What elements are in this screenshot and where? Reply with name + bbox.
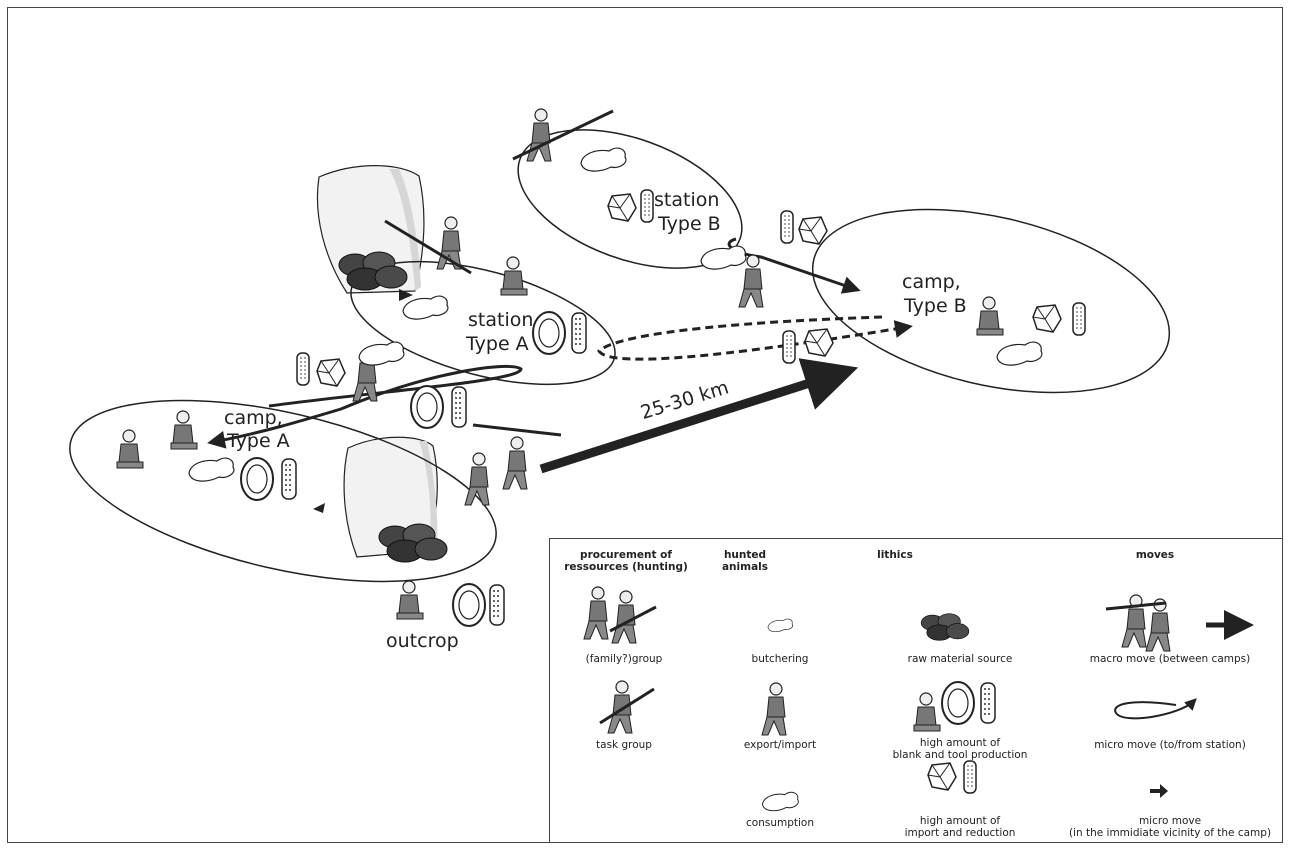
- knapper-station-a: [501, 257, 527, 295]
- ring-camp-a: [241, 458, 273, 500]
- carcass-carried-b: [701, 246, 746, 269]
- vicinity-move-lower: [313, 503, 325, 513]
- carcass-camp-a: [189, 458, 234, 481]
- blade-near-b: [781, 211, 793, 243]
- dotted-outcrop: [490, 585, 504, 625]
- legend-import-reduction-text-2: import and reduction: [880, 827, 1040, 839]
- dotted-station-a: [572, 313, 586, 353]
- legend-consumption-text: consumption: [730, 817, 830, 829]
- ring-outcrop: [453, 584, 485, 626]
- camp-a-label-line2: Type A: [227, 430, 290, 452]
- legend-box: procurement of ressources (hunting) hunt…: [549, 538, 1283, 843]
- camp-b-label-line2: Type B: [904, 295, 967, 317]
- legend-macro-move-figures-2: [1146, 599, 1170, 651]
- core-camp-b: [1033, 305, 1061, 332]
- legend-dotted-icon: [981, 683, 995, 723]
- station-a-label-line2: Type A: [466, 333, 529, 355]
- legend-task-group-icon: [608, 681, 632, 733]
- legend-ring-icon: [942, 682, 974, 724]
- knapper-outcrop: [397, 581, 423, 619]
- legend-export-import-icon: [762, 683, 786, 735]
- legend-knapper-icon: [914, 693, 940, 731]
- dotted-camp-a: [282, 459, 296, 499]
- blade-station-b: [641, 190, 653, 222]
- dotted-near-a: [452, 387, 466, 427]
- sitter-camp-a: [171, 411, 197, 449]
- legend-blade-icon: [964, 761, 976, 793]
- spear-family: [473, 425, 561, 435]
- station-b-label-line1: station: [654, 189, 719, 211]
- core-near-a: [317, 359, 345, 386]
- diagram-frame: station Type B station Type A camp, Type…: [7, 7, 1283, 843]
- core-near-b: [799, 217, 827, 244]
- ring-near-a: [411, 386, 443, 428]
- carcass-station-b: [581, 148, 626, 171]
- legend-raw-material-icon: [921, 614, 969, 641]
- legend-import-reduction-text-1: high amount of: [880, 815, 1040, 827]
- legend-micro-move-station-text: micro move (to/from station): [1070, 739, 1270, 751]
- legend-vicinity-arrow: [1150, 784, 1168, 798]
- legend-macro-move-figures: [1122, 595, 1146, 647]
- blade-near-a: [297, 353, 309, 385]
- legend-task-group-text: task group: [574, 739, 674, 751]
- micro-move-dashed: [599, 317, 907, 359]
- legend-butchering-icon: [768, 619, 793, 632]
- ring-station-a: [533, 312, 565, 354]
- blade-camp-b: [1073, 303, 1085, 335]
- legend-family-icon-2: [612, 591, 636, 643]
- legend-raw-material-text: raw material source: [890, 653, 1030, 665]
- outcrop-label: outcrop: [386, 630, 459, 652]
- legend-micro-move-loop: [1115, 701, 1194, 718]
- legend-blank-tool-text-2: blank and tool production: [880, 749, 1040, 761]
- carcass-station-a: [403, 296, 448, 319]
- core-dashed: [805, 329, 833, 356]
- legend-butchering-text: butchering: [730, 653, 830, 665]
- family-member-2: [503, 437, 527, 489]
- legend-micro-move-vicinity-text-1: micro move: [1070, 815, 1270, 827]
- core-station-b: [608, 194, 636, 221]
- legend-export-import-text: export/import: [730, 739, 830, 751]
- legend-blank-tool-text-1: high amount of: [880, 737, 1040, 749]
- camp-b-label-line1: camp,: [902, 271, 961, 293]
- legend-icons: [550, 539, 1283, 843]
- legend-micro-move-vicinity-text-2: (in the immidiate vicinity of the camp): [1060, 827, 1280, 839]
- legend-core-icon: [928, 763, 956, 790]
- legend-family-group-text: (family?)group: [574, 653, 674, 665]
- camp-a-label-line1: camp,: [224, 407, 283, 429]
- carcass-camp-b: [997, 342, 1042, 365]
- task-group-hunter-b: [527, 109, 551, 161]
- legend-consumption-icon: [762, 792, 798, 810]
- sitter-camp-b: [977, 297, 1003, 335]
- legend-macro-move-text: macro move (between camps): [1070, 653, 1270, 665]
- knapper-camp-a: [117, 430, 143, 468]
- station-b-label-line2: Type B: [658, 213, 721, 235]
- legend-family-icon: [584, 587, 608, 639]
- blade-dashed: [783, 331, 795, 363]
- carcass-carried-a: [359, 342, 404, 365]
- station-a-label-line1: station: [468, 309, 533, 331]
